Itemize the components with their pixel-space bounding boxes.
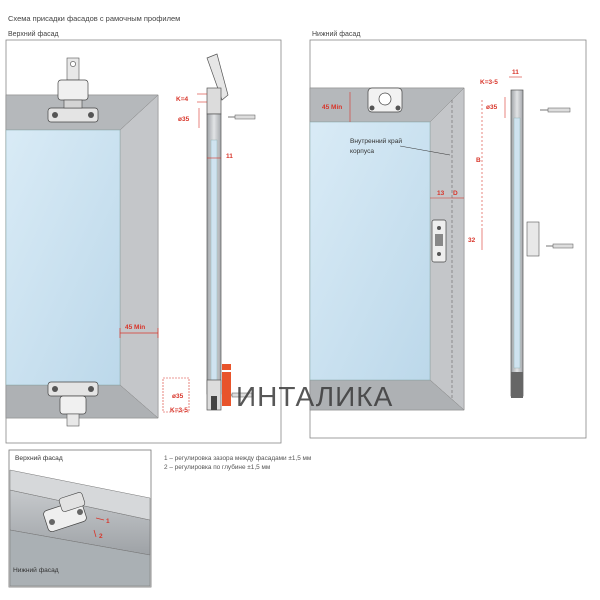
inset-marker-2: 2: [99, 533, 103, 540]
dim-13: 13: [437, 190, 445, 197]
dim-32: 32: [468, 237, 476, 244]
dim-d: D: [453, 190, 458, 197]
dim-d35-top: ø35: [178, 116, 190, 123]
top-facade-frame: [5, 94, 159, 419]
dim-d35-bottom: ø35: [172, 393, 184, 400]
inner-edge-label-1: Внутренний край: [350, 137, 402, 145]
inset-hinge-closeup: [9, 469, 151, 587]
bottom-facade-frame: [309, 87, 465, 411]
dim-b: B: [476, 157, 481, 164]
inner-edge-label-2: корпуса: [350, 148, 374, 155]
inset-top-label: Верхний фасад: [15, 455, 63, 462]
right-mounting-plate: [431, 219, 447, 263]
dim-45min-bottom: 45 Min: [322, 104, 342, 111]
dim-k35-bottom: K=3-5: [480, 79, 498, 86]
watermark-text: ИНТАЛИКА: [236, 381, 393, 412]
inset-bottom-label: Нижний фасад: [13, 567, 59, 574]
legend-line-1: 1 – регулировка зазора между фасадами ±1…: [164, 455, 312, 462]
top-hinge: [47, 57, 99, 123]
inset-marker-1: 1: [106, 518, 110, 525]
dim-k35-top: K=3-5: [170, 407, 188, 414]
dim-45min-top: 45 Min: [125, 324, 145, 331]
bottom-facade-label: Нижний фасад: [312, 31, 361, 38]
right-top-hinge: [367, 87, 403, 113]
bottom-hinge: [47, 381, 99, 427]
dim-11-bottom: 11: [512, 69, 519, 76]
legend-line-2: 2 – регулировка по глубине ±1,5 мм: [164, 464, 271, 471]
intalika-logo: [222, 364, 231, 406]
dim-d35-right: ø35: [486, 104, 498, 111]
dim-k4: K=4: [176, 96, 188, 103]
top-side-profile: [206, 53, 256, 411]
top-facade-label: Верхний фасад: [8, 31, 59, 38]
page-title: Схема присадки фасадов с рамочным профил…: [8, 14, 181, 23]
dim-11-top: 11: [226, 153, 233, 160]
bottom-side-profile: [510, 89, 574, 398]
